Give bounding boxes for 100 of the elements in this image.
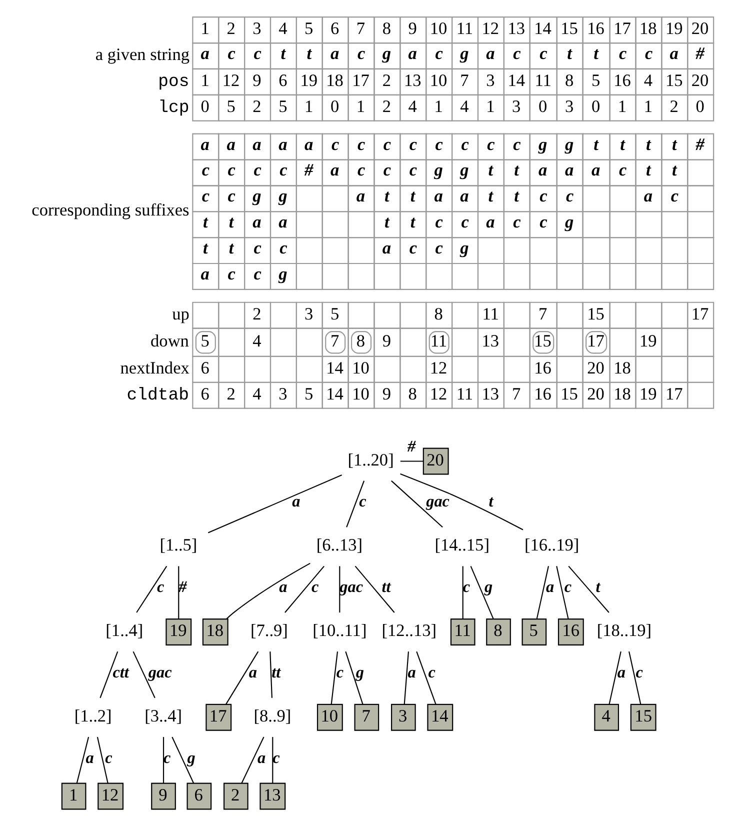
edge-label: a — [279, 578, 288, 596]
label: g — [278, 264, 288, 284]
label: 4 — [252, 384, 262, 404]
label: g — [278, 186, 288, 206]
edge-label: g — [356, 663, 364, 682]
label: c — [670, 186, 679, 206]
label: pos — [158, 73, 190, 92]
label: 16 — [534, 384, 552, 404]
label: 2 — [226, 384, 236, 404]
label: c — [357, 44, 366, 64]
label: a — [304, 134, 314, 154]
label: 10 — [352, 358, 370, 378]
label: a — [434, 186, 443, 206]
edge-label: g — [484, 578, 493, 596]
edge-label: # — [178, 578, 187, 596]
label: 9 — [382, 331, 391, 350]
label: c — [435, 212, 443, 232]
label: 19 — [640, 331, 657, 350]
label: a — [670, 44, 678, 64]
edge-label: a — [292, 492, 300, 511]
label: 4 — [460, 96, 469, 116]
label: 20 — [587, 384, 604, 404]
label: c — [254, 160, 262, 180]
node-text: [1..4] — [106, 621, 144, 640]
label: 1 — [200, 71, 210, 90]
label: 15 — [560, 384, 578, 404]
label: 5 — [304, 384, 314, 404]
label: 0 — [591, 96, 600, 116]
label: c — [435, 44, 443, 64]
label: 2 — [252, 304, 262, 324]
label: a — [644, 186, 653, 206]
label: c — [254, 264, 262, 284]
label: 13 — [482, 384, 500, 404]
label: 8 — [408, 384, 417, 404]
label: a — [538, 160, 548, 180]
label: 18 — [640, 19, 657, 38]
label: 1 — [200, 19, 210, 38]
node-text: [6..13] — [316, 536, 363, 555]
label: c — [513, 134, 521, 154]
edge-label: # — [407, 438, 416, 456]
label: 6 — [200, 384, 210, 404]
label: g — [460, 44, 469, 64]
node-text: [10..11] — [312, 621, 367, 640]
label: t — [672, 160, 677, 180]
label: 15 — [587, 304, 604, 324]
label: t — [228, 212, 234, 232]
label: g — [538, 134, 548, 154]
label: 16 — [614, 71, 631, 90]
label: g — [564, 212, 574, 232]
label: 1 — [434, 96, 443, 116]
label: 17 — [587, 331, 604, 350]
label: a — [486, 44, 495, 64]
edge-label: c — [312, 578, 319, 596]
label: t — [646, 160, 651, 180]
label: 17 — [691, 304, 709, 324]
label: 6 — [278, 71, 288, 90]
label: 5 — [591, 71, 600, 90]
label: c — [383, 134, 392, 154]
label: g — [382, 44, 391, 64]
edge-label: c — [636, 663, 643, 682]
edge-label: c — [564, 578, 572, 596]
label: 7 — [538, 304, 548, 324]
label: 15 — [534, 331, 552, 350]
label: 1 — [618, 96, 627, 116]
label: t — [202, 238, 208, 258]
label: 3 — [486, 71, 495, 90]
label: 18 — [326, 71, 344, 90]
label: 3 — [512, 96, 521, 116]
label: 20 — [587, 358, 604, 378]
label: a — [382, 238, 391, 258]
label: g — [252, 186, 262, 206]
label: 12 — [430, 384, 448, 404]
edge-label: a — [258, 748, 266, 767]
label: lcp — [158, 98, 190, 118]
label: 8 — [382, 19, 391, 38]
label: c — [435, 238, 443, 258]
edge-label: c — [164, 748, 171, 767]
label: 1 — [356, 96, 366, 116]
label: t — [567, 44, 572, 64]
label: down — [150, 331, 189, 350]
label: 1 — [644, 96, 653, 116]
label: c — [383, 160, 392, 180]
label: 13 — [508, 19, 525, 38]
label: g — [434, 160, 443, 180]
label: c — [540, 44, 548, 64]
label: g — [460, 160, 469, 180]
label: 5 — [200, 331, 210, 350]
label: t — [488, 160, 494, 180]
label: 3 — [252, 19, 262, 38]
label: # — [696, 44, 704, 64]
label: 4 — [278, 19, 288, 38]
label: a — [408, 44, 417, 64]
label: 2 — [382, 96, 391, 116]
label: 0 — [696, 96, 704, 116]
label: 20 — [691, 19, 709, 38]
label: 17 — [352, 71, 370, 90]
label: c — [619, 160, 627, 180]
label: c — [280, 238, 288, 258]
edge-label: c — [336, 663, 344, 682]
label: c — [202, 160, 210, 180]
